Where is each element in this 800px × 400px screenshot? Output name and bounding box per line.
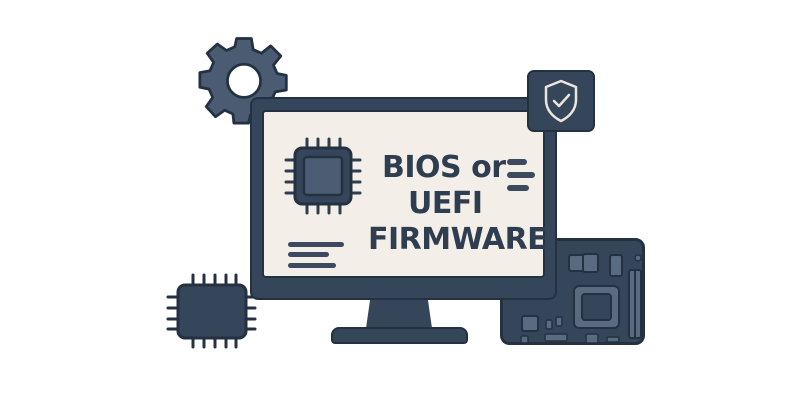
- text-line-decoration: [288, 252, 329, 257]
- title-line-2: UEFI: [408, 186, 483, 221]
- menu-lines-icon: [507, 159, 527, 165]
- title-line-3: FIRMWARE: [368, 222, 548, 257]
- text-line-decoration: [288, 242, 344, 247]
- text-line-decoration: [288, 263, 336, 268]
- monitor-neck: [365, 299, 433, 329]
- shield-check-icon: [527, 70, 595, 132]
- menu-lines-icon: [507, 172, 535, 178]
- small-cpu-chip-icon: [165, 272, 257, 350]
- monitor-screen: BIOS or UEFI FIRMWARE: [262, 110, 548, 278]
- title-line-1: BIOS or: [382, 150, 506, 185]
- monitor-icon: BIOS or UEFI FIRMWARE: [250, 97, 557, 300]
- menu-lines-icon: [507, 185, 529, 191]
- monitor-base: [331, 327, 468, 344]
- screen-title: BIOS or UEFI FIRMWARE: [368, 150, 548, 258]
- cpu-chip-icon: [283, 136, 363, 216]
